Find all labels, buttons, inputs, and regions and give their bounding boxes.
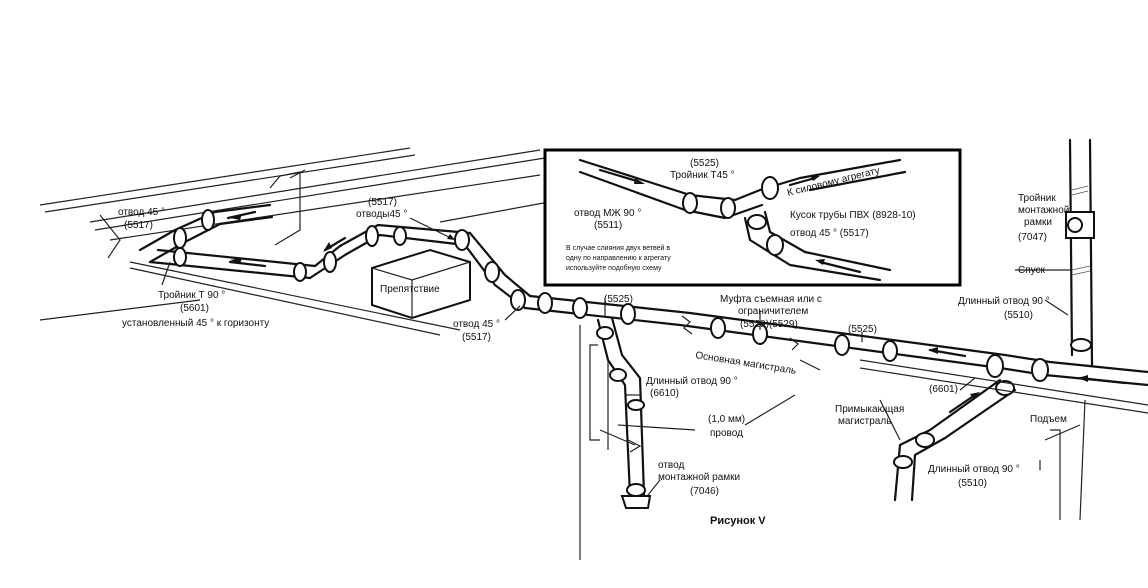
long-elbow-left-label: Длинный отвод 90 ° — [646, 376, 738, 387]
elbow45-low-label: отвод 45 ° — [453, 319, 500, 330]
main-labels: отвод 45 ° (5517) (5517) отводы45 ° Трой… — [118, 193, 1069, 527]
long-elbow-bottom-code: (5510) — [958, 478, 987, 489]
obstacle-box: Препятствие — [371, 248, 471, 320]
inset-pvc-piece-label: Кусок трубы ПВХ (8928-10) — [790, 209, 916, 221]
branch-label-line1: Примыкающая — [835, 404, 904, 415]
elbow45-left-label: отвод 45 ° — [118, 207, 165, 218]
inset-panel: (5525) Тройник Т45 ° К силовому агрегату… — [543, 148, 962, 287]
inset-note-line1: В случае слияния двух ветвей в — [566, 244, 670, 252]
frame-elbow-label-line2: монтажной рамки — [658, 472, 740, 483]
long-elbow-left-code: (6610) — [650, 388, 679, 399]
installed45-label: установленный 45 ° к горизонту — [122, 318, 269, 329]
inset-note-line3: используйте подобную схему — [566, 264, 662, 272]
branch-label-line2: магистраль — [838, 416, 891, 427]
inset-elbow45-label: отвод 45 ° (5517) — [790, 228, 869, 239]
left-drop-pipe — [589, 316, 652, 509]
inset-elbow-mzh-code: (5511) — [594, 220, 622, 231]
main-line-label: Основная магистраль — [695, 350, 797, 377]
coupling-label-line2: ограничителем — [738, 306, 808, 317]
tee90-label: Тройник Т 90 ° — [158, 290, 225, 301]
elbow45-left-code: (5517) — [124, 220, 153, 231]
obstacle-label: Препятствие — [380, 284, 440, 295]
main-line-pipe — [523, 292, 1148, 387]
inset-tee45-code: (5525) — [690, 158, 719, 169]
coupling-code: (5528)(5529) — [740, 319, 798, 330]
elbow45-low-code: (5517) — [462, 332, 491, 343]
coupling-label-line1: Муфта съемная или с — [720, 293, 822, 305]
upper-left-pipe — [138, 203, 532, 311]
wire-label-line2: провод — [710, 428, 743, 439]
inset-elbow-mzh-label: отвод МЖ 90 ° — [574, 208, 641, 219]
wire-label-line1: (1,0 мм) — [708, 414, 745, 425]
inset-note-line2: одну по направлению к агрегату — [566, 255, 671, 262]
tee-6601-label: (6601) — [929, 384, 958, 395]
figure-caption: Рисунок V — [710, 515, 766, 527]
long-elbow-right-code: (5510) — [1004, 310, 1033, 321]
right-branch-pipe — [893, 138, 1095, 521]
floor-lines — [579, 325, 1148, 560]
inset-tee45-label: Тройник Т45 ° — [670, 170, 735, 181]
leader-lines — [161, 217, 1081, 496]
frame-tee-label-line2: монтажной — [1018, 205, 1069, 216]
long-elbow-bottom-label: Длинный отвод 90 ° — [928, 464, 1020, 475]
drop-label: Спуск — [1018, 265, 1046, 276]
frame-tee-label-line1: Тройник — [1018, 193, 1056, 204]
roof-structure — [39, 147, 561, 336]
tee90-code: (5601) — [180, 303, 209, 314]
frame-tee-label-line3: рамки — [1024, 217, 1052, 228]
tee-right-code: (5525) — [848, 324, 877, 335]
frame-elbow-code: (7046) — [690, 486, 719, 497]
elbows45-mid-label: отводы45 ° — [356, 209, 407, 220]
frame-elbow-label-line1: отвод — [658, 460, 684, 471]
frame-tee-code: (7047) — [1018, 232, 1047, 243]
elbows45-mid-code: (5517) — [368, 197, 397, 208]
long-elbow-right-label: Длинный отвод 90 ° — [958, 296, 1050, 307]
tee-main-code: (5525) — [604, 294, 633, 305]
lift-label: Подъем — [1030, 414, 1067, 425]
